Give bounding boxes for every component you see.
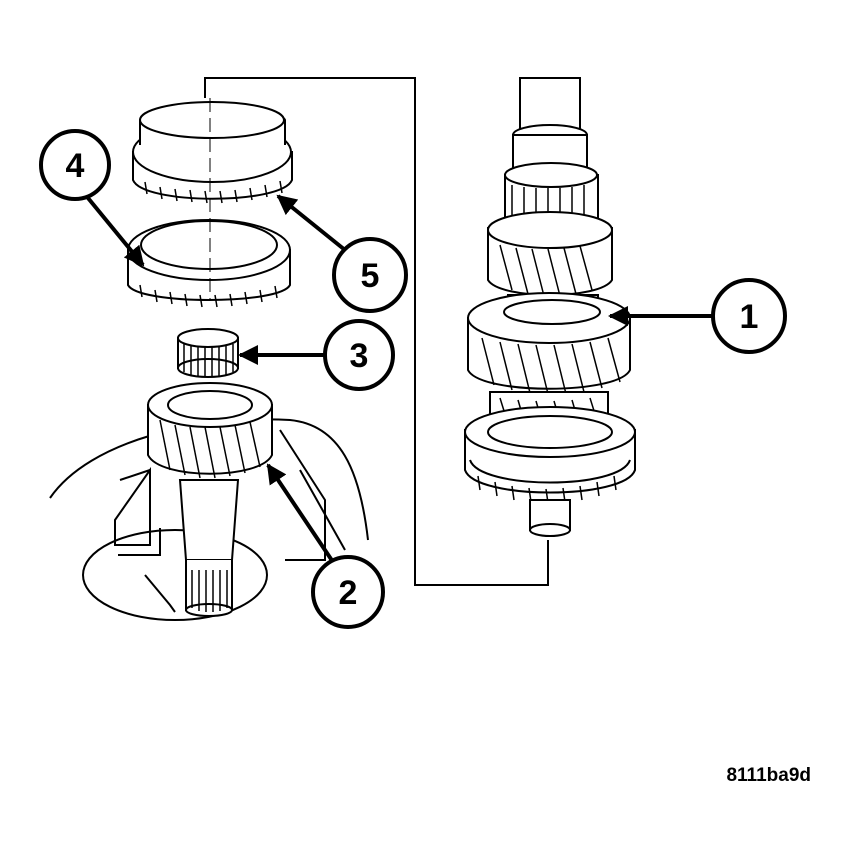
callout-5-label: 5	[361, 257, 380, 295]
leader-2	[266, 463, 337, 567]
callout-3: 3	[323, 319, 395, 391]
mainshaft-part-1	[464, 77, 636, 537]
callout-1: 1	[711, 278, 787, 354]
callout-5: 5	[332, 237, 408, 313]
assembly-bracket-line	[204, 77, 549, 586]
housing-casting	[49, 418, 369, 621]
figure-code-label: 8111ba9d	[726, 765, 811, 786]
callout-2: 2	[311, 555, 385, 629]
synchro-ring-part-4	[127, 219, 291, 308]
input-gear-part-2	[147, 382, 273, 479]
leader-4	[86, 196, 145, 267]
callout-leader-lines	[86, 194, 712, 567]
callout-4-label: 4	[66, 147, 85, 185]
synchro-ring-part-5	[132, 101, 293, 204]
needle-bearing-part-3	[177, 328, 239, 378]
callout-2-label: 2	[339, 574, 358, 612]
callout-1-label: 1	[740, 298, 759, 336]
input-shaft	[178, 479, 240, 617]
leader-5	[276, 194, 347, 252]
callout-3-label: 3	[350, 337, 369, 375]
callout-4: 4	[39, 129, 111, 201]
